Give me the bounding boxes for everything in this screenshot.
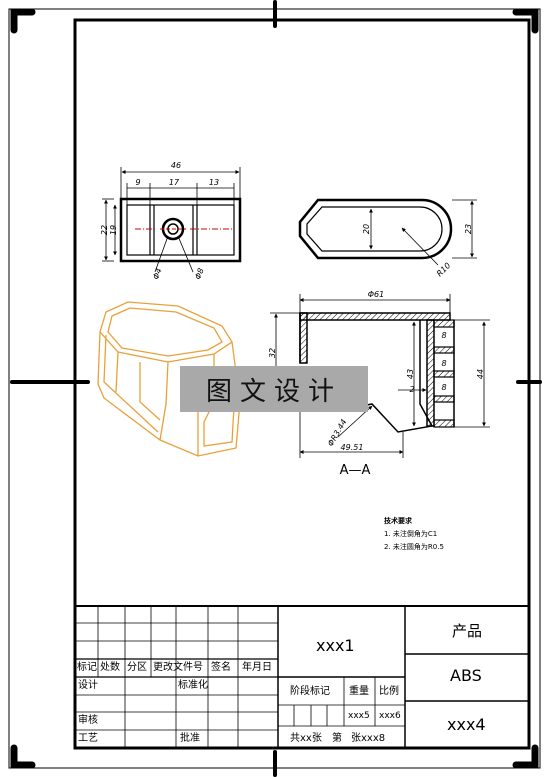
dim-left-inner: 19: [109, 225, 118, 235]
tb-header-signature: 签名: [211, 662, 231, 673]
tech-notes-line1: 1. 未注倒角为C1: [384, 530, 438, 538]
dim-section-bottom: 49.51: [341, 443, 364, 452]
tb-header-date: 年月日: [242, 662, 272, 673]
tb-header-mark: 标记: [77, 662, 97, 673]
tb-scale-value: xxx6: [379, 711, 401, 721]
tb-weight: 重量: [349, 686, 369, 697]
tb-standardize: 标准化: [178, 680, 208, 691]
dim-section-small: 2: [409, 385, 414, 394]
tb-design: 设计: [78, 680, 98, 691]
watermark: 图文设计: [180, 366, 368, 412]
centering-marks: [10, 0, 542, 777]
tb-drawing-code: xxx4: [447, 715, 486, 734]
tb-product-label: 产品: [452, 622, 483, 640]
tb-header-zone: 分区: [127, 662, 147, 673]
dim-hole-large: Φ8: [193, 267, 205, 281]
tb-review: 审核: [78, 715, 98, 726]
side-view: [298, 198, 477, 266]
dim-section-left: 32: [268, 348, 277, 358]
tb-material: ABS: [450, 666, 482, 685]
corner-marks: [10, 8, 539, 769]
top-view: [102, 167, 242, 273]
tb-header-count: 处数: [100, 662, 120, 673]
section-label: A—A: [340, 463, 371, 478]
tech-notes-line2: 2. 未注圆角为R0.5: [384, 543, 444, 551]
dim-section-rib1: 8: [441, 331, 446, 340]
dim-section-rib2: 8: [441, 359, 446, 368]
dim-section-right: 44: [476, 369, 485, 379]
tech-notes-title: 技术要求: [384, 517, 412, 525]
dim-side-radius: R10: [435, 261, 453, 279]
tb-header-change-doc: 更改文件号: [153, 662, 203, 673]
tb-approve: 批准: [180, 733, 200, 744]
tb-sheet-label: 第: [332, 733, 342, 744]
tb-drawing-name: xxx1: [316, 636, 355, 655]
dim-left-outer: 22: [100, 225, 109, 235]
tb-sheets-total: 共xx张: [290, 733, 322, 744]
tb-scale: 比例: [379, 686, 399, 697]
tb-stage-mark: 阶段标记: [290, 686, 330, 697]
title-block-lines: [74, 605, 530, 749]
dim-seg-mid: 17: [169, 178, 180, 187]
tb-weight-value: xxx5: [348, 711, 370, 721]
dim-section-mid: 43: [406, 369, 415, 379]
tb-process: 工艺: [78, 733, 98, 744]
dim-side-outer: 23: [464, 224, 473, 234]
dim-seg-left: 9: [135, 178, 140, 187]
dim-hole-small: Φ4: [151, 267, 163, 281]
dim-section-top: Φ61: [368, 290, 384, 299]
dim-top-width: 46: [171, 161, 181, 170]
dim-side-inner: 20: [362, 224, 371, 234]
top-view-labels: 46 9 17 13 22 19 Φ4 Φ8: [100, 161, 219, 281]
dim-section-rib3: 8: [441, 383, 446, 392]
tb-sheet-no: 张xxx8: [351, 733, 386, 744]
dim-seg-right: 13: [209, 178, 219, 187]
